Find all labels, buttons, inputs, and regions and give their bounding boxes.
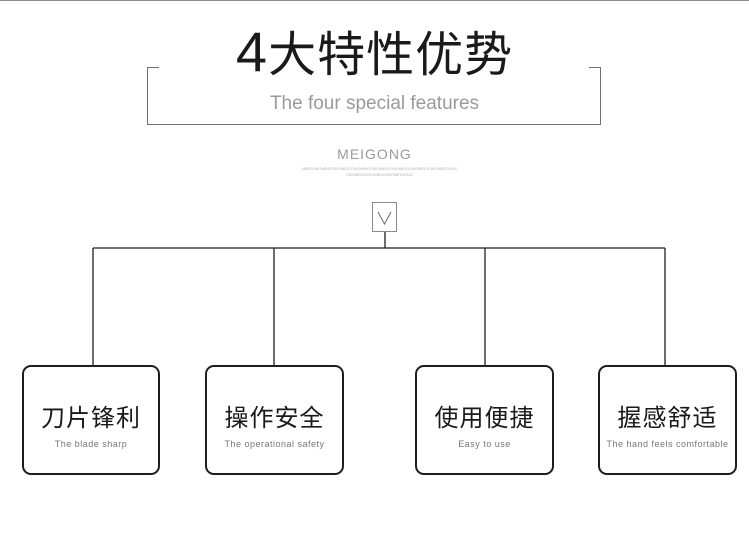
title-bracket-frame (147, 67, 601, 125)
brand-microtext-line-1: MEIGONGMEIGONGMEIGONGMEIGONGMEIGONGMEIGO… (302, 166, 457, 171)
feature-name: 操作安全 (224, 404, 325, 432)
title-text: 大特性优势 (268, 27, 514, 83)
chevron-down-icon (372, 202, 397, 232)
brand-microtext-line-2: ONGMEIGONGMEIGONGMEIGONG (345, 172, 414, 177)
feature-name: 使用便捷 (434, 404, 535, 432)
page-subtitle: The four special features (269, 93, 480, 114)
title-number: 4 (235, 20, 269, 83)
feature-subtitle: Easy to use (458, 439, 511, 449)
feature-name: 刀片锋利 (41, 404, 141, 432)
title-bracket-right-tick (589, 67, 601, 68)
brand-name: MEIGONG (337, 146, 412, 162)
title-bracket-left-tick (147, 67, 159, 68)
feature-name: 握感舒适 (617, 404, 718, 432)
page-title: 4大特性优势 (0, 22, 749, 85)
feature-card-sharp-blade: 刀片锋利 The blade sharp (22, 365, 160, 475)
feature-subtitle: The hand feels comfortable (606, 439, 729, 449)
feature-subtitle: The operational safety (224, 439, 325, 449)
feature-card-easy-to-use: 使用便捷 Easy to use (415, 365, 554, 475)
feature-card-operational-safety: 操作安全 The operational safety (205, 365, 344, 475)
chevron-down-icon-glyph (377, 211, 392, 226)
feature-subtitle: The blade sharp (54, 439, 128, 449)
top-divider (0, 0, 749, 1)
feature-card-comfortable-grip: 握感舒适 The hand feels comfortable (598, 365, 737, 475)
